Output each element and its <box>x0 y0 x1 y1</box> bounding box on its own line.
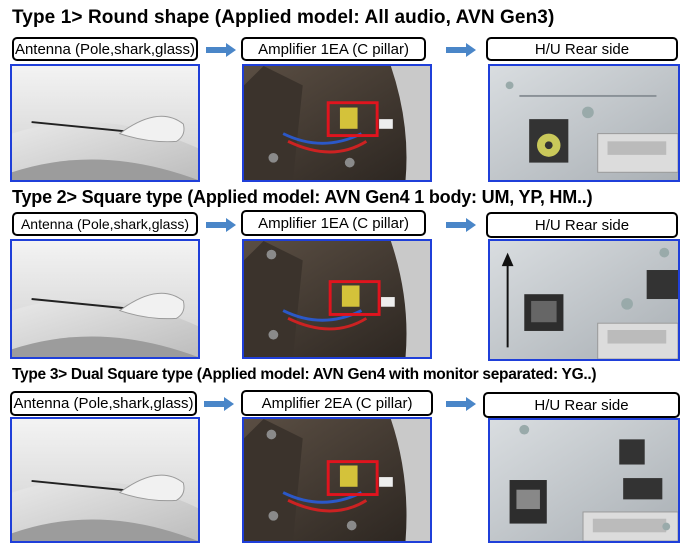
row2-antenna-label: Antenna (Pole,shark,glass) <box>12 212 198 236</box>
row1-title: Type 1> Round shape (Applied model: All … <box>12 7 555 28</box>
right-arrow-icon <box>206 218 236 232</box>
row1-head-unit-label: H/U Rear side <box>486 37 678 61</box>
row3-antenna-photo <box>10 417 200 543</box>
row1-head-unit-photo <box>488 64 680 182</box>
row2-amplifier-photo <box>242 239 432 359</box>
right-arrow-icon <box>204 397 234 411</box>
row3-title: Type 3> Dual Square type (Applied model:… <box>12 366 597 383</box>
row2-head-unit-photo <box>488 239 680 361</box>
row1-amplifier-photo <box>242 64 432 182</box>
row2-antenna-photo <box>10 239 200 359</box>
row3-antenna-label: Antenna (Pole,shark,glass) <box>10 391 197 416</box>
row1-antenna-photo <box>10 64 200 182</box>
right-arrow-icon <box>446 397 476 411</box>
right-arrow-icon <box>446 218 476 232</box>
row3-head-unit-label: H/U Rear side <box>483 392 680 418</box>
row1-amplifier-label: Amplifier 1EA (C pillar) <box>241 37 426 61</box>
row3-head-unit-photo <box>488 418 680 543</box>
row3-amplifier-photo <box>242 417 432 543</box>
row2-title: Type 2> Square type (Applied model: AVN … <box>12 187 593 207</box>
row2-head-unit-label: H/U Rear side <box>486 212 678 238</box>
row1-antenna-label: Antenna (Pole,shark,glass) <box>12 37 198 61</box>
row2-amplifier-label: Amplifier 1EA (C pillar) <box>241 210 426 236</box>
row3-amplifier-label: Amplifier 2EA (C pillar) <box>241 390 433 416</box>
right-arrow-icon <box>206 43 236 57</box>
right-arrow-icon <box>446 43 476 57</box>
